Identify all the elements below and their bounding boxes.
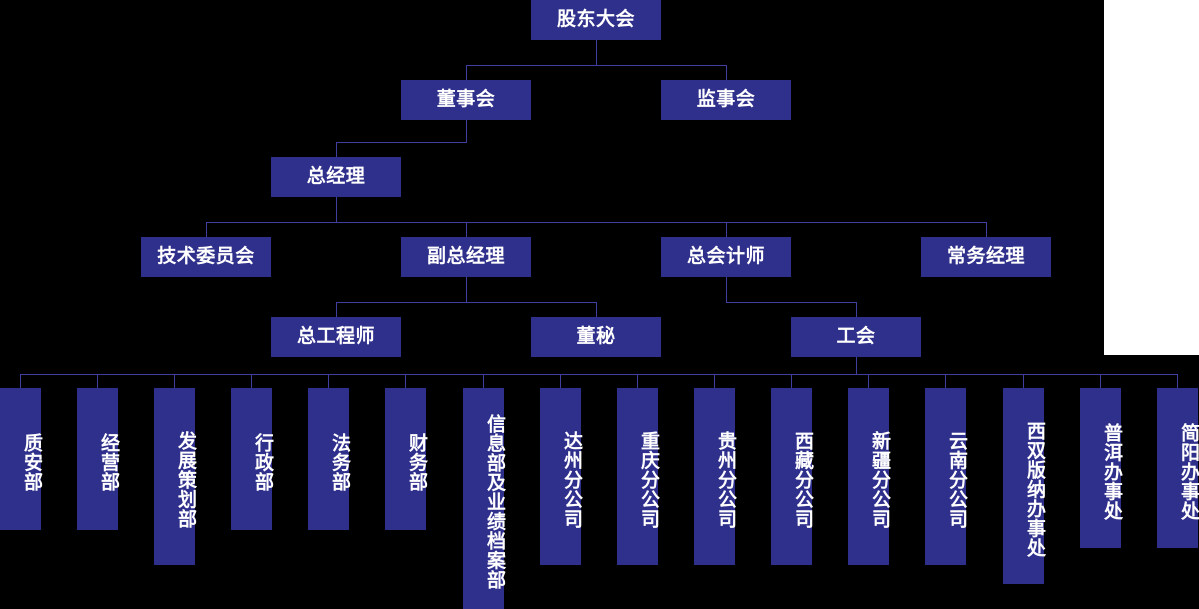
node-general-manager[interactable]: 总经理 xyxy=(271,157,401,197)
node-label-xishuangbanna-office: 西双版纳办事处 xyxy=(1024,421,1045,558)
node-labor-union[interactable]: 工会 xyxy=(791,317,921,357)
connector-drop-dazhou xyxy=(560,374,561,388)
connector-drop-operations xyxy=(97,374,98,388)
node-label-operations: 经营部 xyxy=(98,433,119,492)
connector-labor-union-stem xyxy=(856,302,857,317)
connector-chief-accountant-down xyxy=(726,277,727,302)
connector-drop-guizhou xyxy=(714,374,715,388)
connector-board-down xyxy=(466,120,467,142)
connector-gm-down xyxy=(336,197,337,222)
node-chongqing-branch[interactable]: 重庆分公司 xyxy=(617,388,659,565)
node-chief-engineer[interactable]: 总工程师 xyxy=(271,317,401,357)
connector-chief-engineer-stem xyxy=(336,302,337,317)
node-label-dazhou-branch: 达州分公司 xyxy=(561,431,582,529)
node-chief-accountant[interactable]: 总会计师 xyxy=(661,237,791,277)
connector-drop-puer xyxy=(1100,374,1101,388)
node-tech-committee[interactable]: 技术委员会 xyxy=(141,237,271,277)
node-shareholders[interactable]: 股东大会 xyxy=(531,0,661,40)
connector-drop-yunnan xyxy=(945,374,946,388)
connector-drop-jianyang xyxy=(1177,374,1178,388)
node-executive-manager[interactable]: 常务经理 xyxy=(921,237,1051,277)
node-yunnan-branch[interactable]: 云南分公司 xyxy=(925,388,967,565)
node-label-guizhou-branch: 贵州分公司 xyxy=(715,431,736,529)
node-label-puer-office: 普洱办事处 xyxy=(1101,422,1122,521)
node-label-board-secretary: 董秘 xyxy=(576,325,616,347)
connector-level5-left-bus xyxy=(336,302,597,303)
node-label-legal-affairs: 法务部 xyxy=(329,433,350,492)
connector-level5-right-bus xyxy=(726,302,857,303)
node-development-planning[interactable]: 发展策划部 xyxy=(154,388,196,565)
connector-drop-xinjiang xyxy=(868,374,869,388)
connector-drop-xishuangbanna xyxy=(1023,374,1024,388)
node-operations[interactable]: 经营部 xyxy=(77,388,119,530)
connector-gm-stem xyxy=(336,142,337,157)
connector-drop-information-records xyxy=(483,374,484,388)
connector-level2-bus xyxy=(466,65,727,66)
node-administration[interactable]: 行政部 xyxy=(231,388,273,530)
connector-board-to-gm-h xyxy=(336,142,467,143)
connector-level6-bus xyxy=(20,374,1178,375)
node-label-administration: 行政部 xyxy=(252,433,273,492)
node-legal-affairs[interactable]: 法务部 xyxy=(308,388,350,530)
connector-drop-chongqing xyxy=(637,374,638,388)
node-guizhou-branch[interactable]: 贵州分公司 xyxy=(694,388,736,565)
node-label-xinjiang-branch: 新疆分公司 xyxy=(869,431,890,529)
connector-board-secretary-stem xyxy=(596,302,597,317)
node-label-yunnan-branch: 云南分公司 xyxy=(946,431,967,529)
node-xizang-branch[interactable]: 西藏分公司 xyxy=(771,388,813,565)
node-jianyang-office[interactable]: 简阳办事处 xyxy=(1157,388,1199,548)
node-label-jianyang-office: 简阳办事处 xyxy=(1178,422,1199,521)
connector-labor-union-down xyxy=(856,357,857,374)
node-information-records[interactable]: 信息部及业绩档案部 xyxy=(463,388,505,609)
connector-drop-development-planning xyxy=(174,374,175,388)
node-deputy-gm[interactable]: 副总经理 xyxy=(401,237,531,277)
connector-drop-finance xyxy=(405,374,406,388)
connector-level4-bus xyxy=(206,222,987,223)
node-xinjiang-branch[interactable]: 新疆分公司 xyxy=(848,388,890,565)
node-label-general-manager: 总经理 xyxy=(306,165,366,187)
node-supervisors[interactable]: 监事会 xyxy=(661,80,791,120)
white-overlay xyxy=(1104,0,1199,355)
node-xishuangbanna-office[interactable]: 西双版纳办事处 xyxy=(1003,388,1045,584)
connector-board-stem xyxy=(466,65,467,80)
node-label-information-records: 信息部及业绩档案部 xyxy=(484,414,505,590)
connector-drop-legal-affairs xyxy=(328,374,329,388)
connector-drop-xizang xyxy=(791,374,792,388)
node-label-chief-accountant: 总会计师 xyxy=(686,245,765,267)
node-label-finance: 财务部 xyxy=(406,433,427,492)
node-label-executive-manager: 常务经理 xyxy=(946,245,1025,267)
node-label-chongqing-branch: 重庆分公司 xyxy=(638,431,659,529)
node-dazhou-branch[interactable]: 达州分公司 xyxy=(540,388,582,565)
node-label-quality-safety: 质安部 xyxy=(21,433,42,492)
node-label-board: 董事会 xyxy=(436,88,496,110)
connector-drop-administration xyxy=(251,374,252,388)
node-board[interactable]: 董事会 xyxy=(401,80,531,120)
node-label-tech-committee: 技术委员会 xyxy=(157,245,255,267)
node-label-deputy-gm: 副总经理 xyxy=(426,245,505,267)
node-label-development-planning: 发展策划部 xyxy=(175,431,196,529)
connector-supervisors-stem xyxy=(726,65,727,80)
connector-executive-manager-stem xyxy=(986,222,987,237)
connector-drop-quality-safety xyxy=(20,374,21,388)
node-quality-safety[interactable]: 质安部 xyxy=(0,388,42,530)
node-label-xizang-branch: 西藏分公司 xyxy=(792,431,813,529)
connector-tech-committee-stem xyxy=(206,222,207,237)
connector-deputy-gm-stem xyxy=(466,222,467,237)
connector-chief-accountant-stem xyxy=(726,222,727,237)
node-label-supervisors: 监事会 xyxy=(696,88,756,110)
node-puer-office[interactable]: 普洱办事处 xyxy=(1080,388,1122,548)
node-board-secretary[interactable]: 董秘 xyxy=(531,317,661,357)
connector-shareholders-stem xyxy=(596,40,597,65)
node-finance[interactable]: 财务部 xyxy=(385,388,427,530)
node-label-labor-union: 工会 xyxy=(836,325,876,347)
connector-deputy-gm-down xyxy=(466,277,467,302)
node-label-shareholders: 股东大会 xyxy=(556,8,635,30)
node-label-chief-engineer: 总工程师 xyxy=(296,325,375,347)
